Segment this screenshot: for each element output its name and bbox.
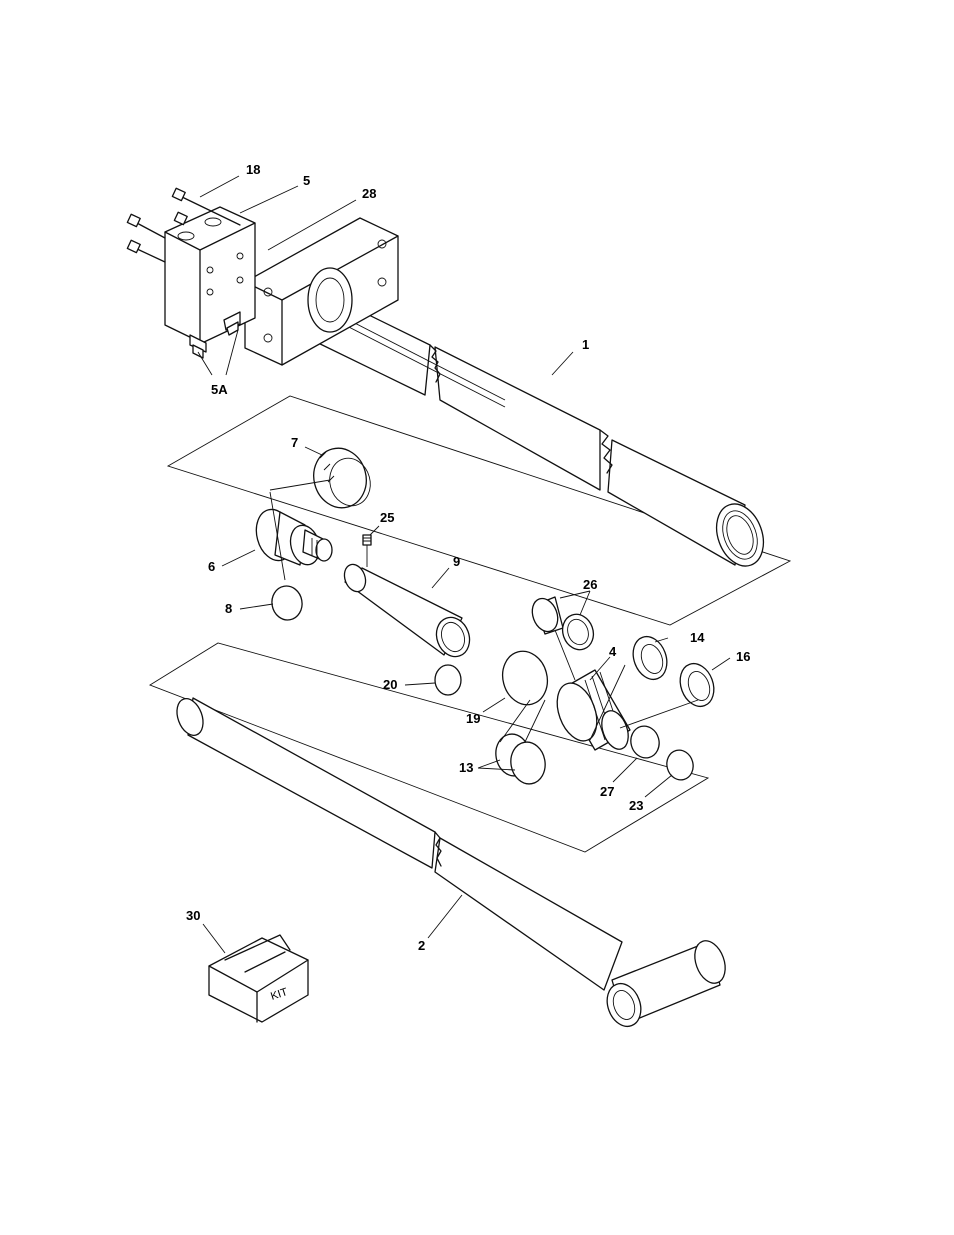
kit-box: KIT	[209, 935, 308, 1022]
callout-16: 16	[736, 649, 750, 664]
callout-25: 25	[380, 510, 394, 525]
callout-8: 8	[225, 601, 232, 616]
callout-26: 26	[583, 577, 597, 592]
callout-6: 6	[208, 559, 215, 574]
o-ring-8	[269, 584, 304, 623]
callout-9: 9	[453, 554, 460, 569]
ring-27	[627, 723, 662, 761]
piston	[550, 670, 633, 753]
callout-14: 14	[690, 630, 705, 645]
callout-19: 19	[466, 711, 480, 726]
callout-28: 28	[362, 186, 376, 201]
callout-7: 7	[291, 435, 298, 450]
callout-13: 13	[459, 760, 473, 775]
callout-20: 20	[383, 677, 397, 692]
callout-4: 4	[609, 644, 617, 659]
spacer-tube	[341, 561, 475, 661]
callout-5a: 5A	[211, 382, 228, 397]
piston-seals	[493, 731, 549, 786]
callout-30: 30	[186, 908, 200, 923]
valve-block	[127, 188, 255, 358]
callout-1: 1	[582, 337, 589, 352]
wiper-16	[674, 659, 719, 711]
set-screw	[363, 535, 371, 567]
rod-head	[251, 505, 332, 568]
callout-2: 2	[418, 938, 425, 953]
callout-5: 5	[303, 173, 310, 188]
callout-23: 23	[629, 798, 643, 813]
callout-18: 18	[246, 162, 260, 177]
wear-rings	[528, 595, 598, 654]
callout-27: 27	[600, 784, 614, 799]
seal-14	[627, 632, 672, 684]
o-ring-20	[435, 665, 461, 695]
